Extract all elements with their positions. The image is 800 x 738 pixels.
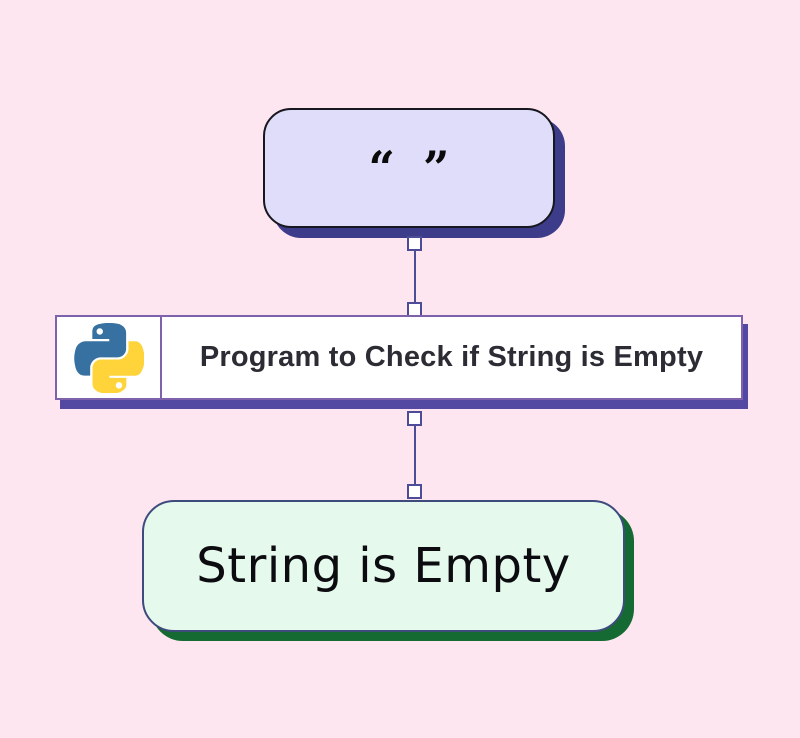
result-label: String is Empty: [196, 538, 571, 594]
connector-bottom: [414, 412, 416, 498]
connector-handle: [407, 236, 422, 251]
python-logo-icon: [73, 322, 144, 393]
diagram-title: Program to Check if String is Empty: [199, 341, 704, 373]
empty-string-label: “ ”: [368, 141, 456, 195]
title-cell: Program to Check if String is Empty: [162, 317, 741, 398]
connector-handle: [407, 411, 422, 426]
connector-top: [414, 240, 416, 316]
result-node: String is Empty: [142, 500, 625, 632]
logo-cell: [57, 317, 162, 398]
empty-string-node: “ ”: [263, 108, 555, 228]
title-bar: Program to Check if String is Empty: [55, 315, 743, 400]
connector-handle: [407, 484, 422, 499]
